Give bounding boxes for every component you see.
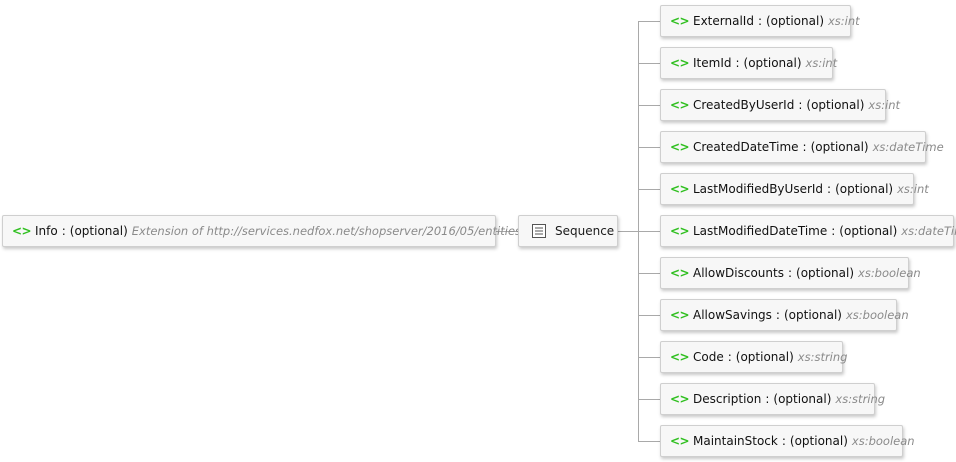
child-branch-connector xyxy=(638,399,660,400)
element-qualifier: (optional) xyxy=(743,56,802,70)
element-separator: : xyxy=(831,224,836,238)
element-qualifier: (optional) xyxy=(783,308,842,322)
element-type: xs:dateTime xyxy=(901,224,956,238)
element-icon: <> xyxy=(670,14,690,28)
child-branch-connector xyxy=(638,231,660,232)
child-element-node[interactable]: <> MaintainStock : (optional) xs:boolean xyxy=(660,425,915,457)
element-name: LastModifiedDateTime xyxy=(693,224,828,238)
element-name: Code xyxy=(693,350,724,364)
element-qualifier: (optional) xyxy=(806,98,865,112)
element-name: Info xyxy=(35,224,58,238)
element-icon: <> xyxy=(670,182,690,196)
child-element-node[interactable]: <> Code : (optional) xs:string xyxy=(660,341,847,373)
element-name: CreatedByUserId xyxy=(693,98,795,112)
sequence-node[interactable]: Sequence xyxy=(518,215,618,247)
element-qualifier: (optional) xyxy=(766,14,824,28)
child-branch-connector xyxy=(638,63,660,64)
element-type: Extension of http://services.nedfox.net/… xyxy=(131,224,536,238)
element-separator: : xyxy=(781,434,786,448)
element-name: CreatedDateTime xyxy=(693,140,799,154)
element-name: MaintainStock xyxy=(693,434,778,448)
element-qualifier: (optional) xyxy=(789,434,848,448)
element-qualifier: (optional) xyxy=(69,224,128,238)
root-to-sequence-connector xyxy=(495,231,518,232)
child-branch-connector xyxy=(638,357,660,358)
sequence-icon xyxy=(532,224,546,238)
child-element-node[interactable]: <> CreatedDateTime : (optional) xs:dateT… xyxy=(660,131,944,163)
element-name: ExternalId xyxy=(693,14,754,28)
child-element-node[interactable]: <> ExternalId : (optional) xs:int xyxy=(660,5,860,37)
element-type: xs:dateTime xyxy=(872,140,944,154)
child-element-node[interactable]: <> ItemId : (optional) xs:int xyxy=(660,47,837,79)
element-name: Description xyxy=(693,392,762,406)
element-name: AllowSavings xyxy=(693,308,772,322)
element-separator: : xyxy=(765,392,770,406)
element-separator: : xyxy=(775,308,780,322)
element-qualifier: (optional) xyxy=(773,392,832,406)
element-type: xs:boolean xyxy=(845,308,909,322)
root-element-node[interactable]: <> Info : (optional) Extension of http:/… xyxy=(2,215,536,247)
element-qualifier: (optional) xyxy=(835,182,894,196)
child-element-node[interactable]: <> LastModifiedByUserId : (optional) xs:… xyxy=(660,173,929,205)
element-icon: <> xyxy=(670,434,690,448)
child-branch-connector xyxy=(638,21,660,22)
element-icon: <> xyxy=(670,266,690,280)
element-type: xs:string xyxy=(835,392,886,406)
sequence-label: Sequence xyxy=(555,224,615,238)
element-type: xs:int xyxy=(868,98,901,112)
element-icon: <> xyxy=(12,224,32,238)
element-qualifier: (optional) xyxy=(810,140,869,154)
element-name: AllowDiscounts xyxy=(693,266,784,280)
element-type: xs:int xyxy=(897,182,929,196)
element-type: xs:int xyxy=(828,14,860,28)
element-icon: <> xyxy=(670,308,690,322)
element-name: ItemId xyxy=(693,56,732,70)
child-branch-connector xyxy=(638,189,660,190)
child-element-node[interactable]: <> AllowSavings : (optional) xs:boolean xyxy=(660,299,909,331)
child-branch-connector xyxy=(638,273,660,274)
element-separator: : xyxy=(802,140,807,154)
child-element-node[interactable]: <> CreatedByUserId : (optional) xs:int xyxy=(660,89,900,121)
element-type: xs:string xyxy=(797,350,848,364)
child-element-node[interactable]: <> AllowDiscounts : (optional) xs:boolea… xyxy=(660,257,921,289)
sequence-to-trunk-connector xyxy=(617,231,638,232)
element-type: xs:int xyxy=(805,56,838,70)
element-icon: <> xyxy=(670,224,690,238)
element-separator: : xyxy=(827,182,832,196)
element-separator: : xyxy=(735,56,740,70)
element-icon: <> xyxy=(670,140,690,154)
element-type: xs:boolean xyxy=(851,434,915,448)
element-separator: : xyxy=(757,14,762,28)
element-type: xs:boolean xyxy=(858,266,921,280)
element-qualifier: (optional) xyxy=(839,224,898,238)
child-element-node[interactable]: <> Description : (optional) xs:string xyxy=(660,383,885,415)
element-icon: <> xyxy=(670,392,690,406)
element-icon: <> xyxy=(670,56,690,70)
element-icon: <> xyxy=(670,350,690,364)
child-branch-connector xyxy=(638,147,660,148)
element-name: LastModifiedByUserId xyxy=(693,182,824,196)
element-icon: <> xyxy=(670,98,690,112)
element-separator: : xyxy=(727,350,732,364)
child-branch-connector xyxy=(638,315,660,316)
element-qualifier: (optional) xyxy=(796,266,855,280)
child-branch-connector xyxy=(638,441,660,442)
element-qualifier: (optional) xyxy=(735,350,794,364)
child-element-node[interactable]: <> LastModifiedDateTime : (optional) xs:… xyxy=(660,215,956,247)
element-separator: : xyxy=(787,266,793,280)
element-separator: : xyxy=(798,98,803,112)
element-separator: : xyxy=(61,224,66,238)
child-branch-connector xyxy=(638,105,660,106)
